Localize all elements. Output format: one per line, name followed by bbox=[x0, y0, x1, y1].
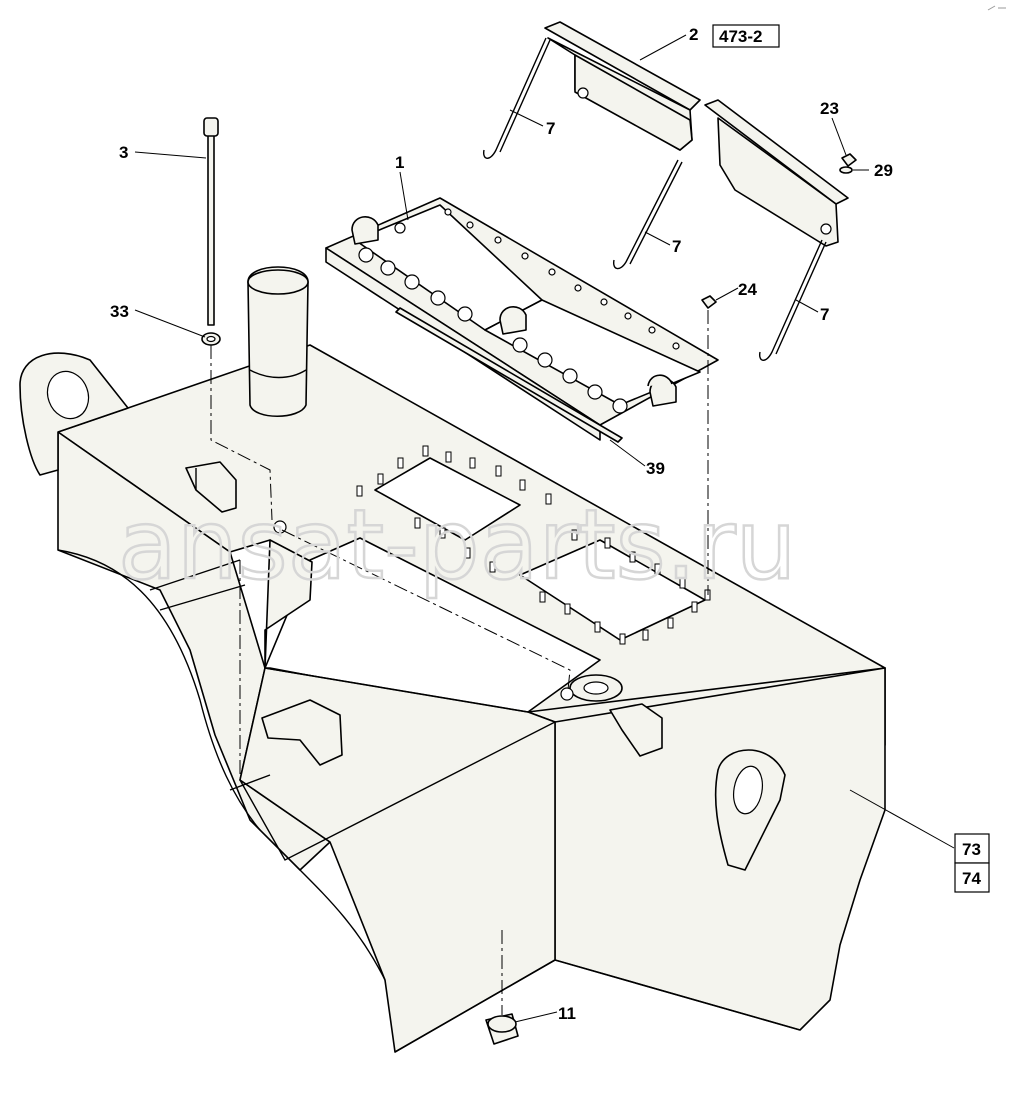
lifting-lug-left bbox=[19, 352, 129, 476]
nut-23 bbox=[841, 153, 857, 167]
callout-7-middle: 7 bbox=[672, 237, 681, 256]
tank-left-face bbox=[57, 431, 331, 871]
leader-lines bbox=[134, 34, 955, 1023]
center-lines bbox=[210, 310, 709, 1015]
stud-pattern bbox=[356, 445, 711, 645]
cover-holes bbox=[358, 208, 680, 414]
callout-24: 24 bbox=[738, 280, 757, 299]
callout-labels: 1 2 3 7 7 7 11 23 24 29 33 39 bbox=[110, 25, 893, 1023]
corner-mark bbox=[987, 5, 1006, 11]
gasket-strip bbox=[395, 307, 623, 443]
port-hole bbox=[560, 687, 574, 701]
washer-29 bbox=[839, 166, 853, 174]
seal-ring-33 bbox=[201, 332, 221, 346]
reference-473-2: 473-2 bbox=[712, 24, 780, 48]
dipstick bbox=[203, 117, 219, 326]
reference-473-2-label: 473-2 bbox=[719, 27, 762, 46]
bracket-plate-left bbox=[544, 21, 701, 151]
watermark: ansat-parts.ru bbox=[118, 489, 797, 601]
callout-2: 2 bbox=[689, 25, 698, 44]
drain-plug bbox=[485, 1013, 519, 1045]
hook-rod-2 bbox=[612, 159, 683, 270]
callout-7-right: 7 bbox=[820, 305, 829, 324]
lifting-lug-right bbox=[714, 749, 786, 871]
bracket-left bbox=[185, 461, 237, 513]
bracket-plate-right bbox=[704, 99, 849, 247]
callout-1: 1 bbox=[395, 153, 404, 172]
callout-29: 29 bbox=[874, 161, 893, 180]
hook-rod-1 bbox=[482, 37, 551, 159]
callout-11: 11 bbox=[558, 1004, 576, 1023]
callout-39: 39 bbox=[646, 459, 665, 478]
tank-recess-floor bbox=[264, 539, 313, 669]
reference-73-label: 73 bbox=[962, 840, 981, 859]
tank-body bbox=[57, 344, 886, 1053]
tank-right-face bbox=[554, 667, 886, 1031]
hook-rod-3 bbox=[758, 239, 827, 361]
callout-7-top: 7 bbox=[546, 119, 555, 138]
breather-filter bbox=[247, 266, 309, 417]
bracket-center bbox=[261, 699, 343, 766]
nut-24 bbox=[701, 295, 717, 309]
callout-3: 3 bbox=[119, 143, 128, 162]
callout-23: 23 bbox=[820, 99, 839, 118]
bracket-right bbox=[609, 703, 663, 757]
reference-74-label: 74 bbox=[962, 869, 981, 888]
filler-neck bbox=[569, 674, 623, 702]
reference-73-74: 73 74 bbox=[954, 833, 990, 893]
callout-33: 33 bbox=[110, 302, 129, 321]
